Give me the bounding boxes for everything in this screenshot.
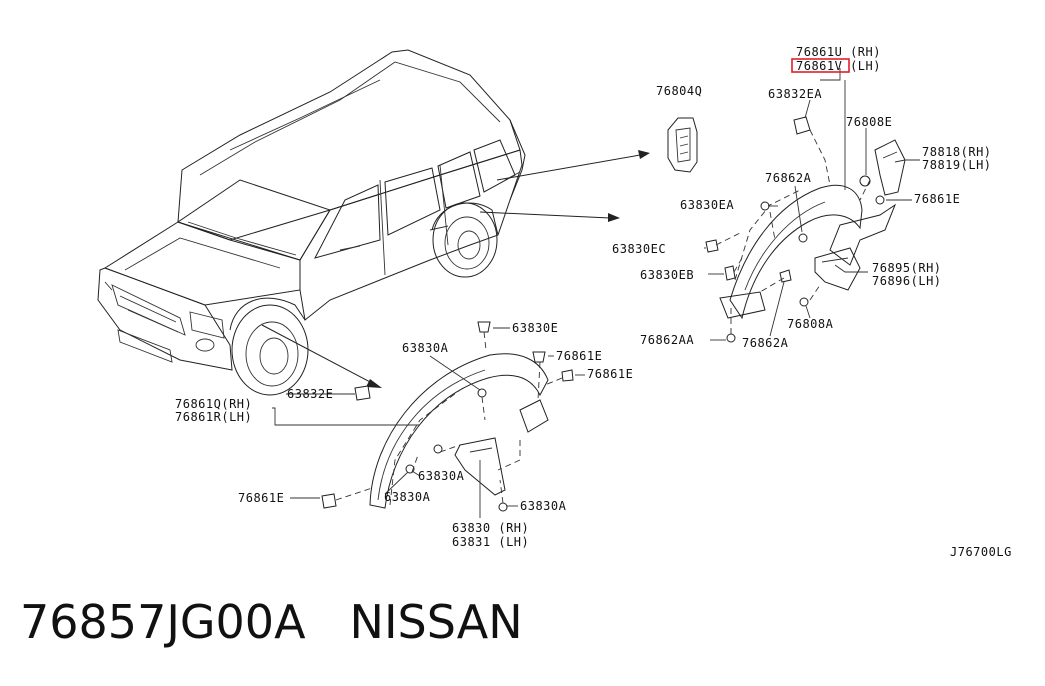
part-labels: 76861U (RH) 76861V (LH) 63832EA 76804Q 7… (175, 45, 1012, 559)
front-fender-liner-assembly (321, 321, 574, 512)
leaders-right (704, 68, 920, 341)
label-63830a-right: 63830A (520, 499, 567, 513)
label-63830ec: 63830EC (612, 242, 666, 256)
label-76861q: 76861Q(RH) (175, 397, 252, 411)
vehicle-illustration (97, 49, 526, 396)
part-76804q-bracket (667, 117, 698, 173)
pointer-arrows (261, 150, 650, 388)
label-63830a-mid: 63830A (418, 469, 465, 483)
label-76808e: 76808E (846, 115, 892, 129)
part-caption: 76857JG00A NISSAN (20, 595, 523, 649)
part-number: 76857JG00A (20, 595, 306, 649)
label-78818: 78818(RH) (922, 145, 992, 159)
label-63831: 63831 (LH) (452, 535, 529, 549)
label-76895: 76895(RH) (872, 261, 942, 275)
label-76861e-mid1: 76861E (556, 349, 602, 363)
label-76896: 76896(LH) (872, 274, 942, 288)
brand-name: NISSAN (349, 595, 523, 649)
highlight-box (791, 58, 850, 73)
label-63830a-top: 63830A (402, 341, 449, 355)
label-76862a-bottom: 76862A (742, 336, 789, 350)
label-76861r: 76861R(LH) (175, 410, 252, 424)
diagram-reference-code: J76700LG (950, 545, 1012, 559)
leaders-left (272, 327, 585, 518)
label-63830a-low: 63830A (384, 490, 431, 504)
label-63830eb: 63830EB (640, 268, 694, 282)
label-76861e-mid2: 76861E (587, 367, 633, 381)
label-76804q: 76804Q (656, 84, 702, 98)
label-78819: 78819(LH) (922, 158, 992, 172)
label-76862a-top: 76862A (765, 171, 812, 185)
label-63830: 63830 (RH) (452, 521, 529, 535)
label-63830ea: 63830EA (680, 198, 734, 212)
label-76861e-left: 76861E (238, 491, 284, 505)
rear-fender-liner-assembly (705, 116, 906, 343)
label-63830e: 63830E (512, 321, 558, 335)
label-76861v: 76861V (LH) (796, 59, 881, 73)
label-76861u: 76861U (RH) (796, 45, 881, 59)
label-76861e-right: 76861E (914, 192, 960, 206)
label-63832ea: 63832EA (768, 87, 822, 101)
label-63832e: 63832E (287, 387, 333, 401)
label-76862aa: 76862AA (640, 333, 694, 347)
label-76808a: 76808A (787, 317, 834, 331)
